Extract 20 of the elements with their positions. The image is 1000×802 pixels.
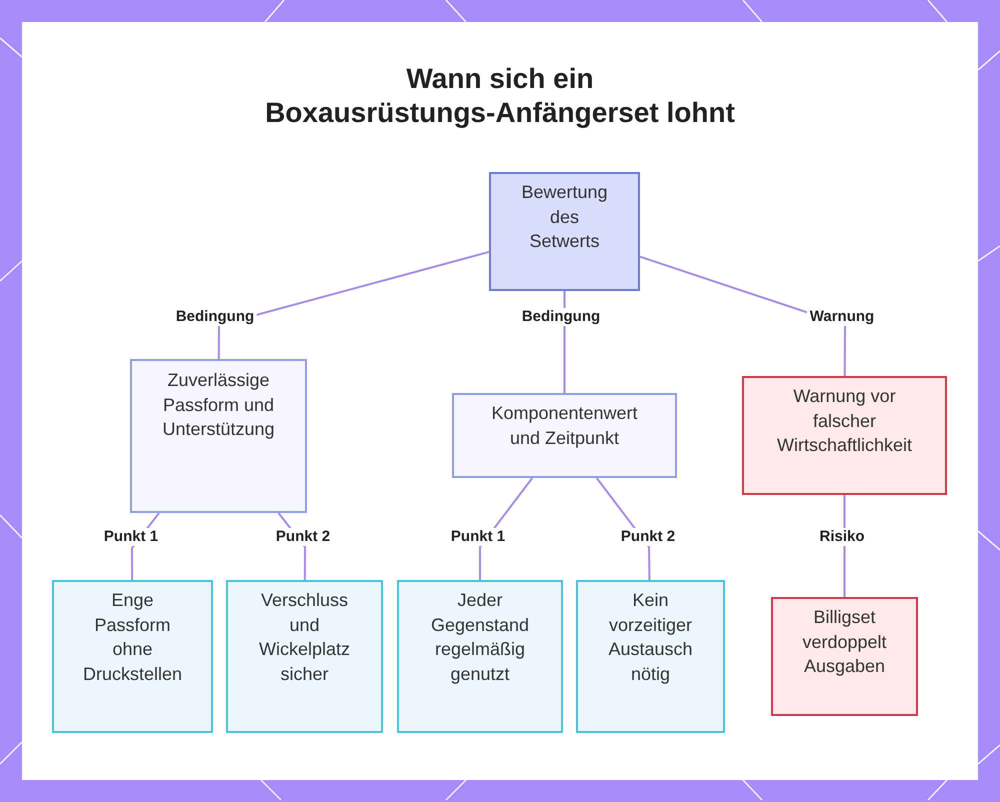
- node-text: Warnung vor falscher Wirtschaftlichkeit: [776, 385, 914, 457]
- node-text: Zuverlässige Passform und Unterstützung: [161, 369, 276, 441]
- warning-box: [742, 376, 947, 495]
- process-box: [576, 580, 725, 733]
- warning-box: [771, 597, 918, 716]
- node-text: Enge Passform ohne Druckstellen: [82, 589, 184, 686]
- process-box: [452, 393, 677, 478]
- connector-line: [218, 250, 490, 359]
- node-text: Verschluss und Wickelplatz sicher: [258, 589, 352, 686]
- process-box: [397, 580, 563, 733]
- node-text: Bewertung des Setwerts: [520, 181, 608, 253]
- node-text: Kein vorzeitiger Austausch nötig: [607, 589, 694, 686]
- node-text: Billigset verdoppelt Ausgaben: [801, 606, 888, 678]
- node-text: Komponentenwert und Zeitpunkt: [490, 402, 639, 450]
- diagram-title: Wann sich ein Boxausrüstungs-Anfängerset lohnt: [264, 62, 736, 130]
- process-box: [489, 172, 640, 291]
- process-box: [52, 580, 213, 733]
- process-box: [130, 359, 307, 513]
- node-text: Jeder Gegenstand regelmäßig genutzt: [430, 589, 530, 686]
- process-box: [226, 580, 383, 733]
